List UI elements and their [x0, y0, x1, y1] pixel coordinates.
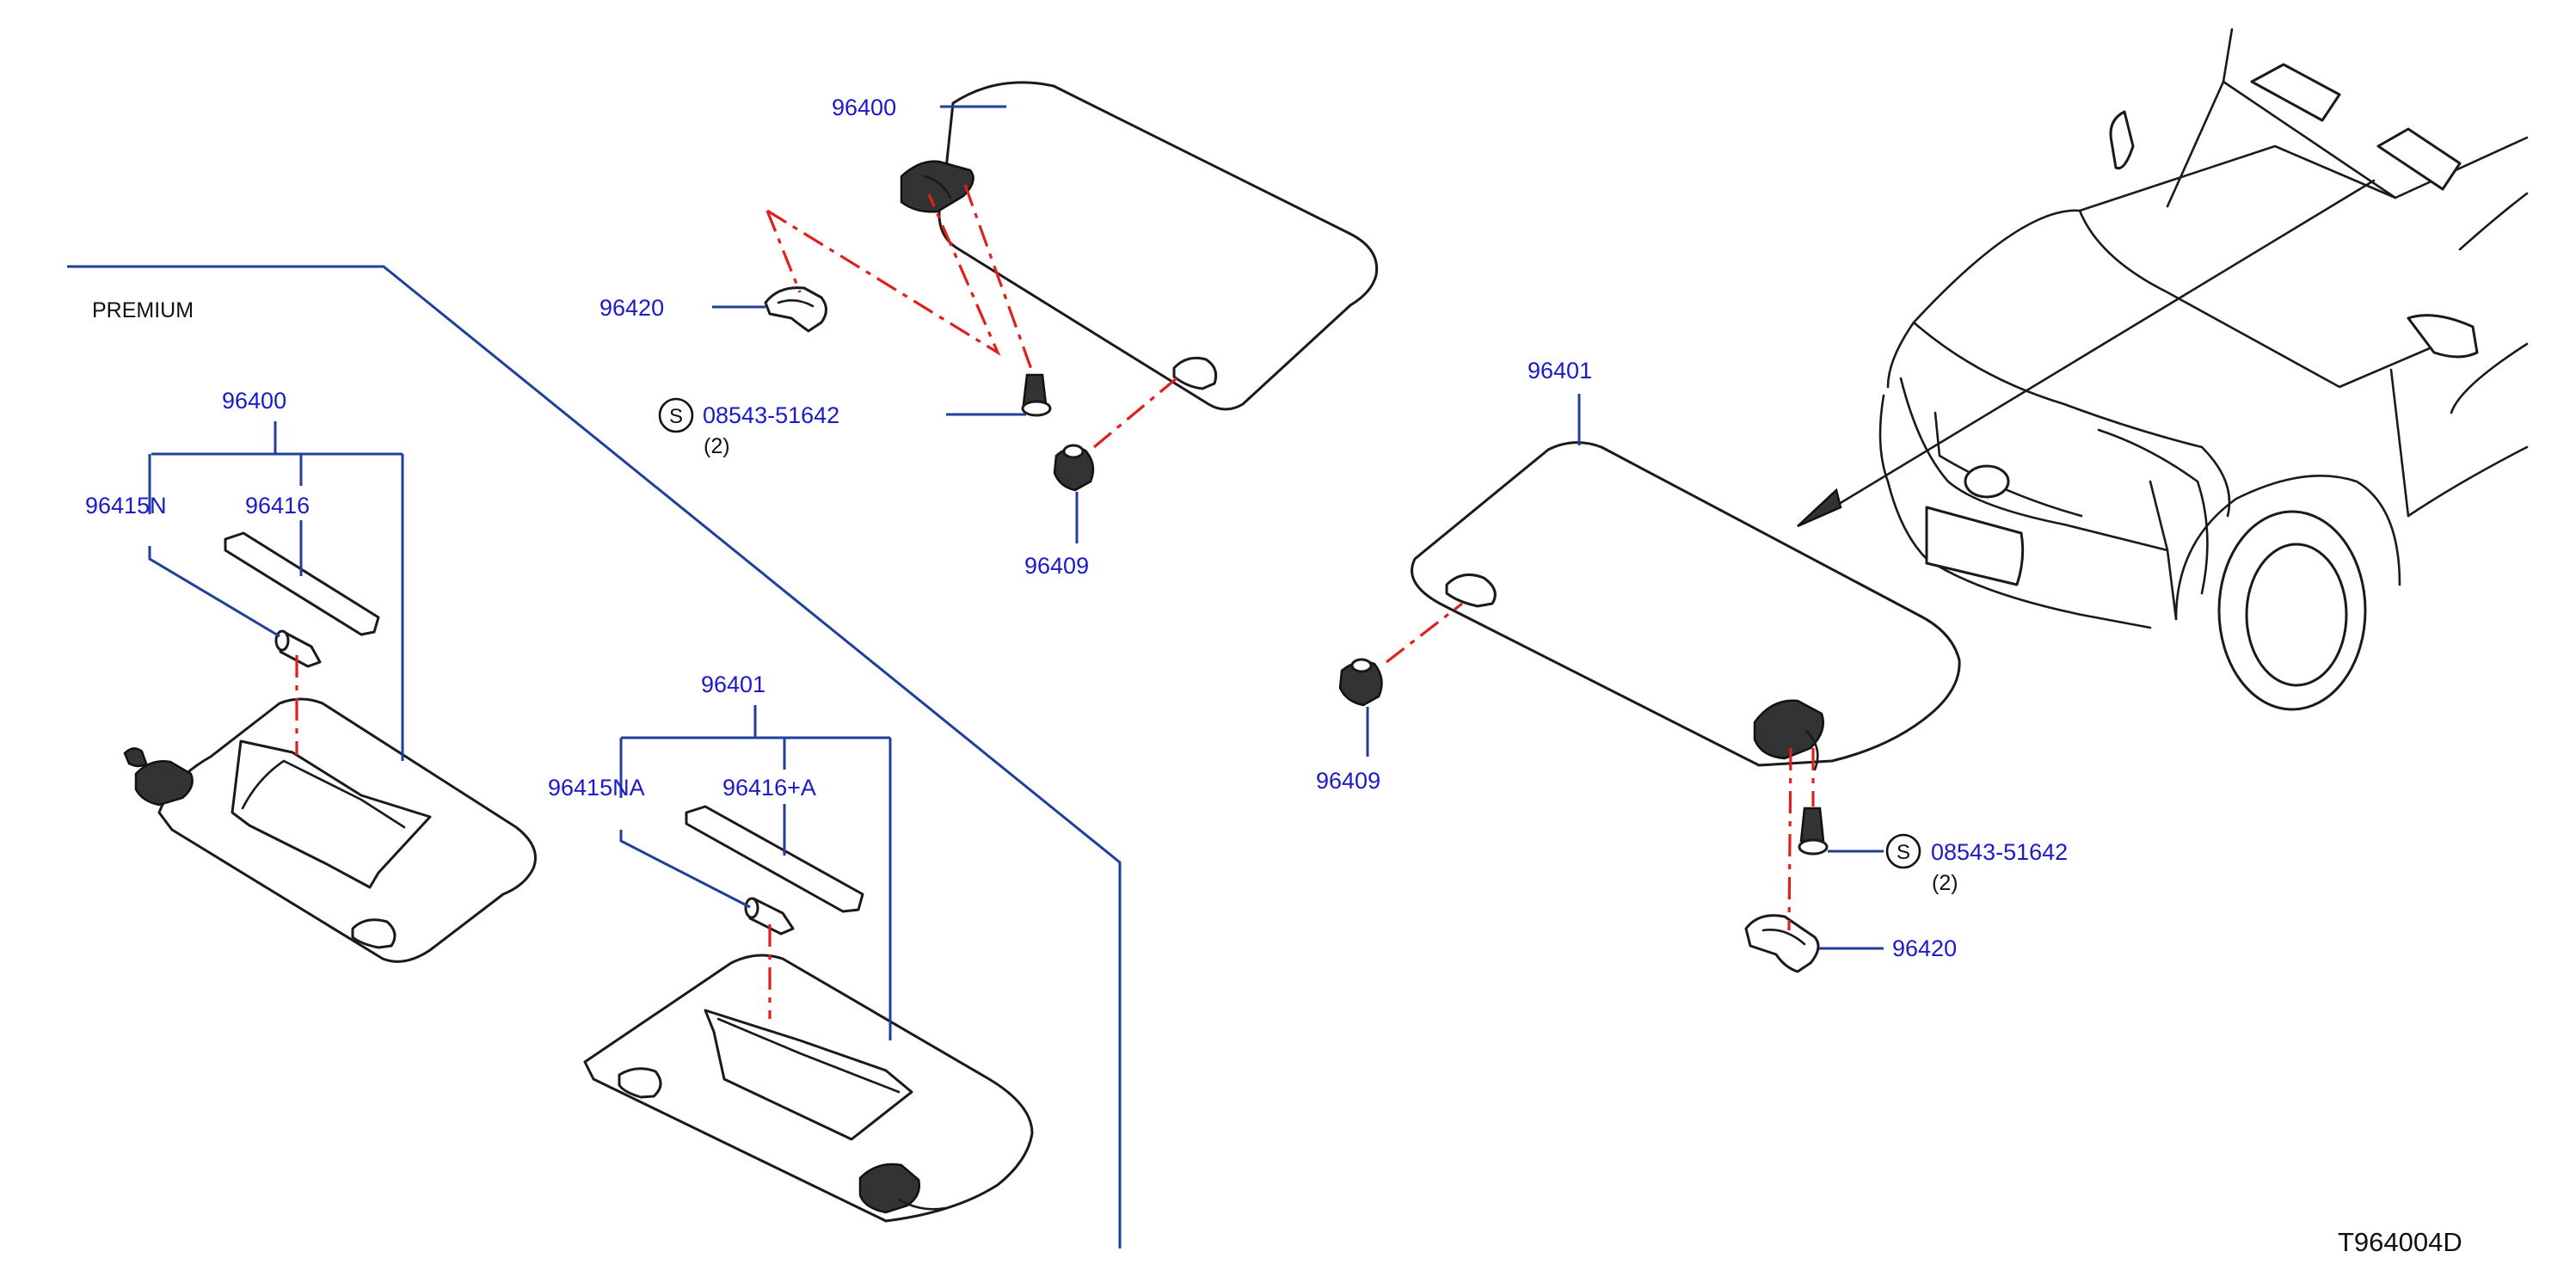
screw-top-symbol — [658, 397, 694, 433]
sun-visor-right — [1411, 441, 1961, 771]
phantom-line-top-2 — [765, 210, 802, 293]
premium-boundary-line — [67, 265, 1122, 1248]
screw-right-quantity: (2) — [1932, 871, 1958, 895]
premium-lamp-left-leader — [148, 546, 280, 638]
phantom-line-right-2 — [1787, 747, 1792, 931]
sun-visor-left-label: 96400 — [832, 95, 896, 120]
premium-left-bracket — [148, 421, 404, 761]
screw-top-part-number: 08543-51642 — [703, 402, 839, 428]
screw-right — [1798, 807, 1829, 856]
screw-top-symbol-text: S — [669, 405, 683, 428]
premium-visor-right — [583, 954, 1034, 1223]
premium-visor-left — [123, 697, 537, 963]
premium-lens-right — [685, 805, 864, 913]
phantom-line-top-1 — [766, 193, 1001, 357]
visor-clip-top-label: 96409 — [1024, 553, 1089, 579]
visor-holder-top-label: 96420 — [599, 295, 664, 321]
visor-clip-right-label: 96409 — [1316, 768, 1380, 794]
premium-left-assy-label: 96400 — [222, 388, 286, 414]
premium-lamp-right-label: 96415NA — [548, 775, 645, 801]
screw-right-symbol — [1885, 833, 1921, 869]
screw-top — [1021, 373, 1052, 417]
phantom-line-right-1 — [1386, 602, 1463, 664]
visor-clip-top — [1053, 444, 1095, 492]
phantom-line-top-4 — [1092, 377, 1178, 449]
premium-lens-left — [224, 531, 380, 636]
screw-top-quantity: (2) — [704, 434, 730, 458]
visor-clip-right — [1338, 658, 1383, 707]
visor-holder-top — [764, 286, 827, 333]
vehicle-illustration — [1797, 28, 2529, 711]
premium-lamp-left — [274, 629, 322, 668]
visor-holder-right — [1744, 914, 1820, 973]
premium-right-bracket — [619, 705, 892, 1040]
sun-visor-left — [900, 81, 1379, 411]
sun-visor-right-label: 96401 — [1528, 358, 1592, 383]
premium-lens-left-label: 96416 — [245, 493, 310, 518]
premium-lamp-left-label: 96415N — [85, 493, 167, 518]
screw-right-part-number: 08543-51642 — [1931, 839, 2068, 865]
visor-holder-right-label: 96420 — [1892, 936, 1957, 961]
screw-right-symbol-text: S — [1897, 841, 1910, 864]
premium-label: PREMIUM — [92, 298, 194, 322]
premium-lamp-right-leader — [619, 830, 751, 909]
drawing-code: T964004D — [2338, 1227, 2462, 1257]
phantom-line-top-3 — [963, 184, 1034, 372]
premium-right-assy-label: 96401 — [701, 672, 765, 697]
premium-lamp-right — [744, 897, 795, 936]
premium-lens-right-label: 96416+A — [722, 775, 816, 801]
